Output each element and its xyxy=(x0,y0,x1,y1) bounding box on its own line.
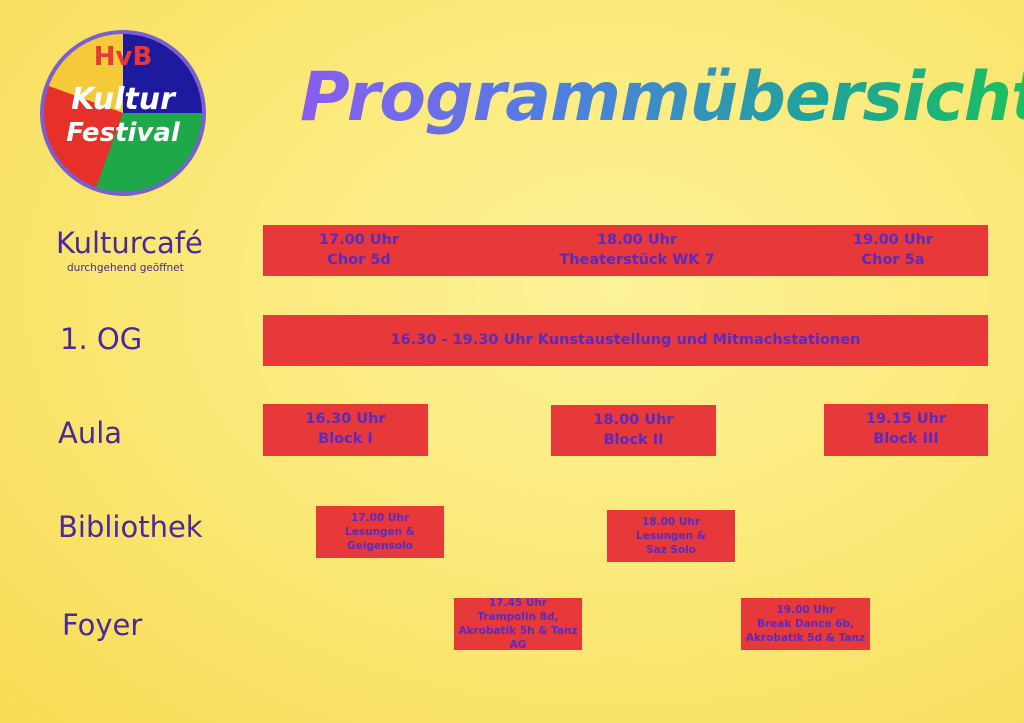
row-label-og: 1. OG xyxy=(60,322,143,356)
logo-festival: Festival xyxy=(66,118,180,148)
row-label-aula: Aula xyxy=(58,416,123,450)
event-time: 18.00 Uhr xyxy=(596,232,678,248)
event-time: 19.00 Uhr xyxy=(852,232,934,248)
logo-kultur: Kultur xyxy=(71,82,175,117)
event-line: Akrobatik 5h & Tanz AG xyxy=(458,625,578,652)
event-time: 19.00 Uhr xyxy=(776,603,835,616)
event-name: Chor 5a xyxy=(861,251,925,268)
event-line: Trampolin 8d, xyxy=(477,610,559,623)
event-time: 19.15 Uhr xyxy=(865,411,947,428)
event-line: Break Dance 6b, xyxy=(756,617,855,630)
kulturcafe-subtitle: durchgehend geöffnet xyxy=(67,262,184,274)
row-label-kulturcafe: Kulturcafé xyxy=(56,226,203,260)
event-line: Geigensolo xyxy=(347,540,413,553)
event-line: Lesungen & xyxy=(345,525,415,538)
event-time: 17.45 Uhr xyxy=(488,596,548,609)
event-time: 18.00 Uhr xyxy=(641,515,701,528)
row-label-foyer: Foyer xyxy=(62,608,143,642)
festival-logo: HvB Kultur Festival xyxy=(40,30,206,196)
event-time: 18.00 Uhr xyxy=(593,411,674,428)
event-name: Theaterstück WK 7 xyxy=(559,251,715,268)
event-name: Chor 5d xyxy=(327,251,391,268)
event-line: Lesungen & xyxy=(636,529,706,542)
event-name: Block I xyxy=(318,431,373,447)
event-time: 17.00 Uhr xyxy=(350,511,410,524)
event-time: 17.00 Uhr xyxy=(318,232,400,248)
event-name: Block III xyxy=(873,431,939,447)
event-line: Akrobatik 5d & Tanz xyxy=(745,632,866,645)
event-line: Saz Solo xyxy=(645,544,696,557)
event-name: Block II xyxy=(603,431,664,448)
og-event: 16.30 - 19.30 Uhr Kunstaustellung und Mi… xyxy=(263,315,988,366)
logo-hvb: HvB xyxy=(93,42,153,72)
event-time: 16.30 Uhr xyxy=(305,411,386,428)
page-title: Programmübersicht xyxy=(300,58,1024,137)
row-label-bibliothek: Bibliothek xyxy=(58,510,203,544)
